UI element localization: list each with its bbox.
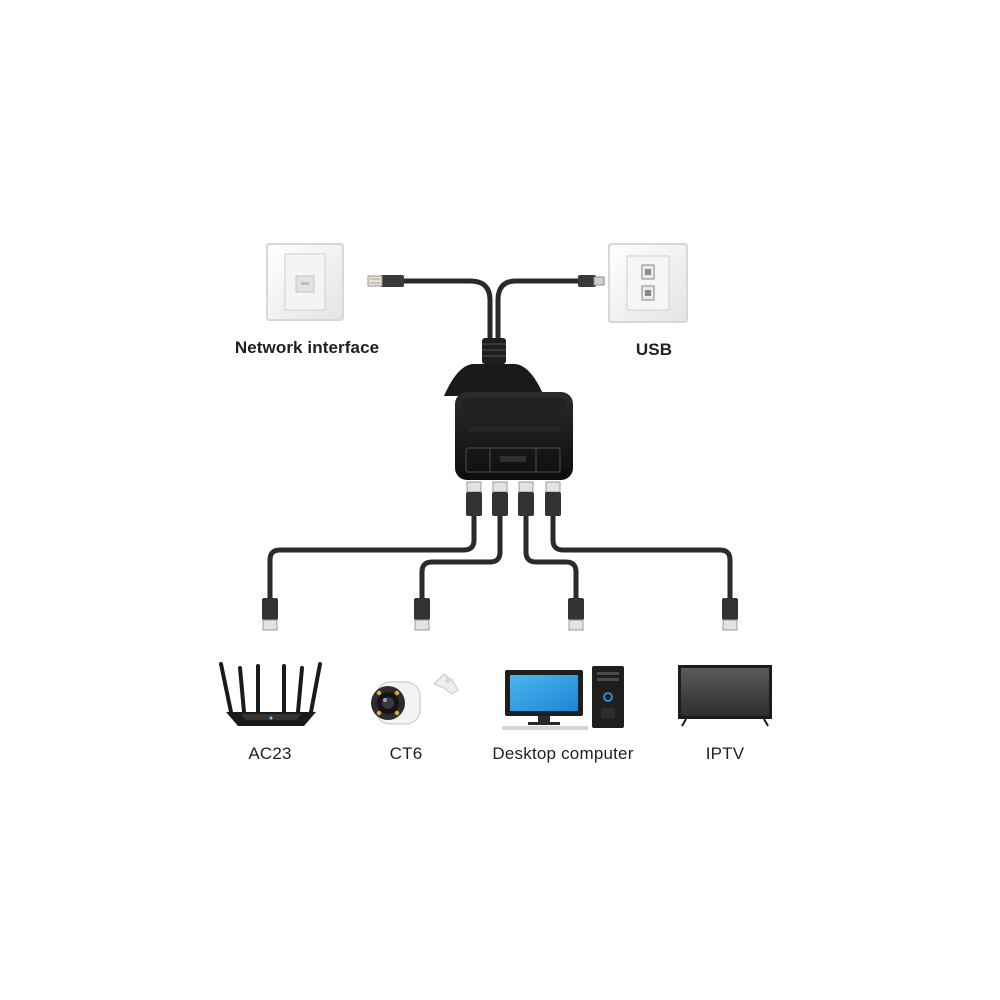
device-plugs [262, 598, 738, 631]
device-label-desktop: Desktop computer [492, 744, 634, 763]
network-interface-label: Network interface [234, 338, 380, 357]
device-label-router: AC23 [248, 744, 292, 763]
wifi-router-icon [219, 662, 322, 726]
device-label-camera: CT6 [389, 744, 423, 763]
usb-wall-socket-icon [608, 243, 688, 323]
hub-output-plugs [466, 481, 561, 516]
input-cables [399, 278, 583, 345]
ethernet-splitter-hub-icon [444, 338, 573, 480]
ethernet-plug-icon [367, 275, 404, 287]
security-camera-icon [371, 673, 459, 725]
device-label-tv: IPTV [705, 744, 745, 763]
output-cables [267, 512, 733, 603]
tv-icon [678, 665, 772, 727]
ethernet-wall-socket-icon [266, 243, 344, 321]
desktop-computer-icon [502, 666, 624, 730]
usb-plug-icon [578, 275, 605, 287]
usb-label: USB [635, 340, 673, 359]
